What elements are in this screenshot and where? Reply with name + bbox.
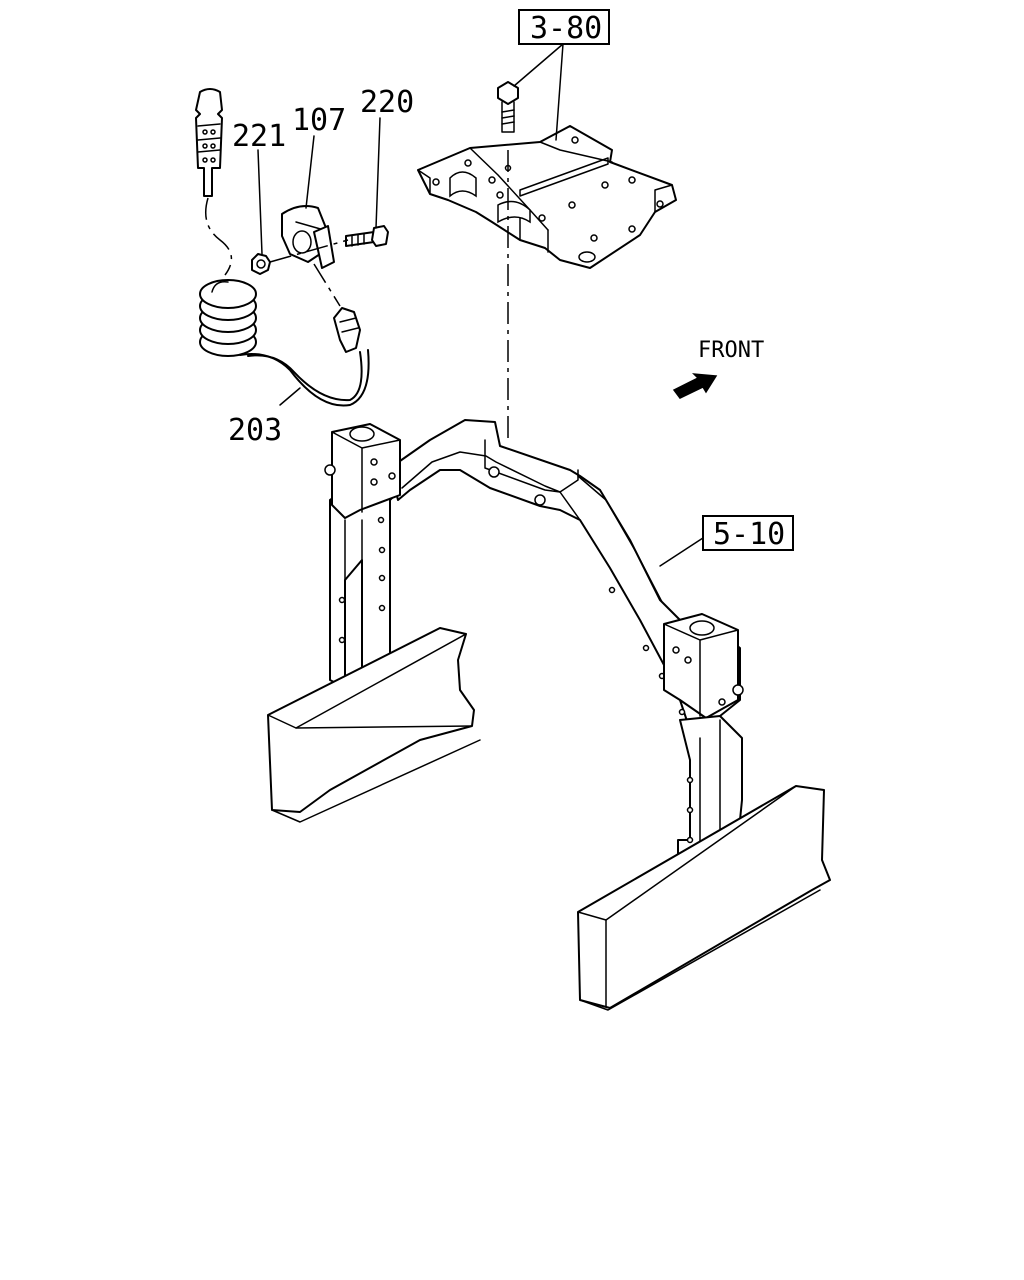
front-label: FRONT xyxy=(698,338,764,363)
part-label-203[interactable]: 203 xyxy=(228,413,282,448)
leader-lines xyxy=(257,43,707,567)
mounting-bracket xyxy=(417,125,677,269)
ref-box-top xyxy=(518,9,610,45)
front-arrow-icon xyxy=(672,373,718,399)
bolt-220 xyxy=(345,225,389,247)
ref-label-frame[interactable]: 5-10 xyxy=(713,517,785,552)
ref-box-frame xyxy=(702,515,794,551)
alignment-line-clamp xyxy=(269,239,349,263)
part-label-221[interactable]: 221 xyxy=(232,119,286,154)
part-label-107[interactable]: 107 xyxy=(292,103,346,138)
chassis-rail-right xyxy=(577,785,831,1011)
nut-221 xyxy=(251,253,271,275)
sensor-harness xyxy=(195,88,370,407)
sensor-clamp xyxy=(281,205,335,269)
ref-label-top[interactable]: 3-80 xyxy=(530,11,602,46)
chassis-rail-left xyxy=(267,627,481,823)
part-label-220[interactable]: 220 xyxy=(360,85,414,120)
bracket-bolt xyxy=(497,81,519,133)
